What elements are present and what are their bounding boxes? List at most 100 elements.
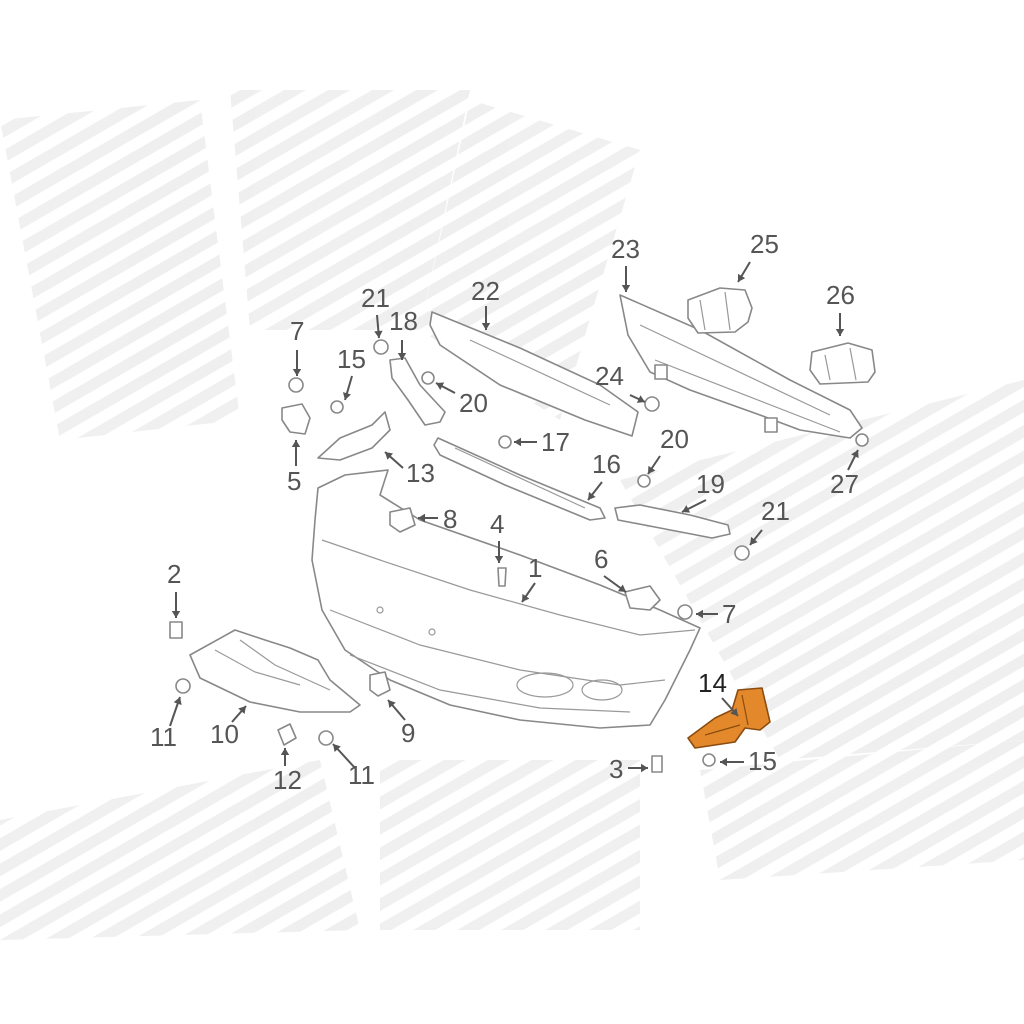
callout-11-left: 11 [150,722,177,752]
arrowhead-17 [514,437,521,447]
callout-22: 22 [471,276,500,306]
callout-12: 12 [273,765,302,795]
arrowhead-11b [333,744,341,752]
arrowhead-13 [385,452,394,460]
callout-20-upper: 20 [459,388,488,418]
part-5-bracket [281,403,311,435]
callout-17: 17 [541,427,570,457]
callout-labels: 1 2 3 4 5 6 7 7 8 9 10 11 11 12 13 14 15… [150,229,859,795]
part-18-side-bracket [389,357,446,426]
callout-15-right: 15 [748,746,777,776]
callout-11-right: 11 [348,760,375,790]
arrowhead-4 [494,556,504,563]
callout-18: 18 [389,306,418,336]
part-7-clip-right [677,604,693,620]
arrowhead-3 [641,763,648,773]
arrowhead-15b [720,757,727,767]
part-20-bolt-upper [421,371,435,385]
arrowhead-8 [418,513,425,523]
part-27-nut [855,433,869,447]
callout-6: 6 [594,544,608,574]
callout-26: 26 [826,280,855,310]
fasteners [169,339,750,773]
arrowhead-5 [291,440,301,447]
part-11-clip-left [175,678,191,694]
part-17-bolt [498,435,512,449]
part-4-push-clip [497,567,507,587]
arrowhead-2 [171,611,181,618]
callout-16: 16 [592,449,621,479]
part-25-mount-bracket [687,287,753,334]
part-9-clip [369,671,391,697]
arrowhead-20b [648,465,656,474]
part-22-energy-absorber [429,311,639,437]
arrowhead-7b [696,609,703,619]
arrowhead-16 [588,491,596,500]
arrowhead-21a [374,330,383,338]
callout-23: 23 [611,234,640,264]
arrowhead-11a [173,697,182,705]
part-13-side-bracket [317,411,391,461]
part-21-nut-right [734,545,750,561]
arrowhead-20a [436,382,445,390]
part-1-bumper-cover [311,469,701,729]
arrowhead-1 [522,593,530,602]
arrowhead-19 [682,505,691,513]
callout-7-left: 7 [290,316,304,346]
arrowhead-15a [342,392,351,400]
arrowhead-21b [750,536,758,545]
leader-lines [169,261,859,773]
arrowhead-12 [280,748,290,755]
watermark [0,90,1024,940]
part-15-clip-right [702,753,716,767]
callout-7-right: 7 [722,599,736,629]
arrowhead-9 [388,700,396,709]
callout-8: 8 [443,504,457,534]
callout-20-lower: 20 [660,424,689,454]
callout-25: 25 [750,229,779,259]
callout-27: 27 [830,469,859,499]
arrowhead-7a [292,369,302,376]
part-20-bolt-lower [637,474,651,488]
callout-21-right: 21 [761,496,790,526]
part-23-reinforcement-beam [619,294,863,439]
part-11-clip-right [318,730,334,746]
part-12-clip [277,723,297,746]
part-24-nut [644,396,660,412]
callout-21-left: 21 [361,283,390,313]
arrowhead-6 [617,584,626,592]
callout-24: 24 [595,361,624,391]
arrowhead-23 [621,285,631,292]
part-16-upper-retainer [433,437,606,521]
arrowhead-14 [730,707,738,716]
callout-1: 1 [528,553,542,583]
callout-5: 5 [287,466,301,496]
callout-3: 3 [609,754,623,784]
arrowhead-10 [238,706,246,715]
part-3-bolt [651,755,663,773]
arrowhead-18 [397,353,407,360]
part-2-bolt [169,621,183,639]
callout-9: 9 [401,718,415,748]
part-26-mount-bracket [809,342,876,385]
part-8-clip [389,507,416,533]
part-7-clip-left [288,377,304,393]
callout-10: 10 [210,719,239,749]
arrowhead-22 [481,323,491,330]
part-6-bracket [624,585,661,611]
callout-14: 14 [698,668,727,698]
callout-2: 2 [167,559,181,589]
arrowhead-24 [636,395,645,403]
part-21-nut-left [373,339,389,355]
part-10-undercover [189,629,361,713]
callout-13: 13 [406,458,435,488]
part-14-bracket-highlighted [687,687,771,749]
part-19-side-bracket [614,504,731,539]
arrowhead-26 [835,329,845,336]
arrowhead-25 [738,273,746,282]
callout-19: 19 [696,469,725,499]
callout-4: 4 [490,509,504,539]
callout-15-left: 15 [337,344,366,374]
arrowhead-27 [851,450,859,459]
